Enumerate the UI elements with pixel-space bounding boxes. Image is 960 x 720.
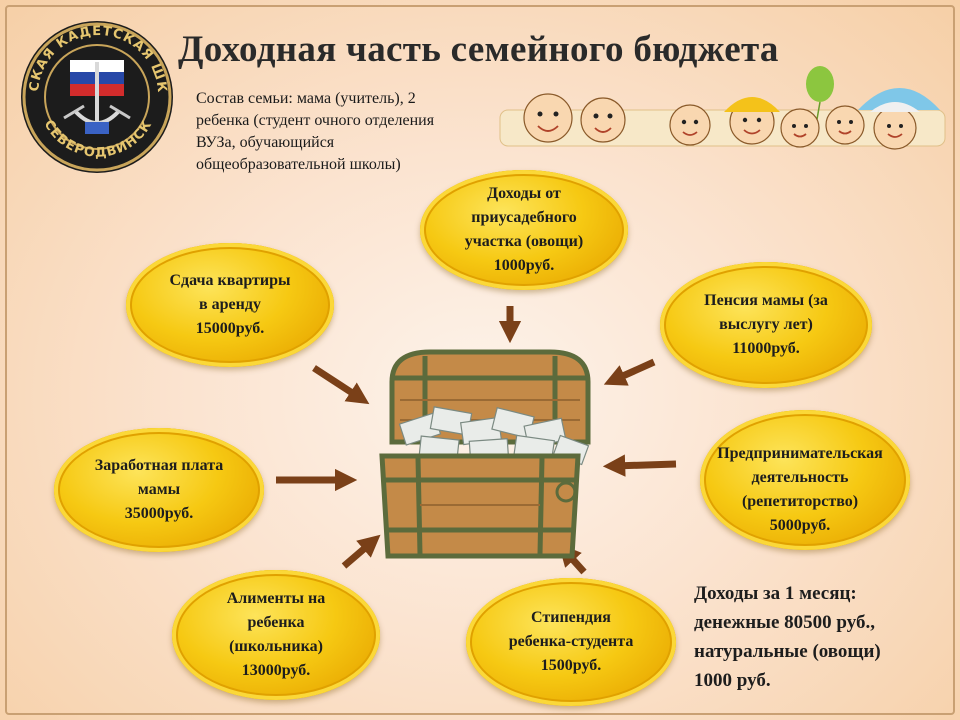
arrow-from-business bbox=[602, 454, 677, 477]
arrow-from-rent bbox=[312, 365, 370, 405]
family-line: ребенка (студент очного отделения bbox=[196, 112, 435, 129]
income-coin-garden: Доходы от приусадебного участка (овощи) … bbox=[420, 170, 628, 290]
income-amount: 1000руб. bbox=[493, 257, 555, 274]
children-faces-icon bbox=[499, 66, 946, 150]
income-coin-pension: Пенсия мамы (за выслугу лет) 11000руб. bbox=[660, 262, 872, 388]
income-coin-business: Предпринимательская деятельность (репети… bbox=[700, 410, 910, 550]
income-label: Предпринимательская bbox=[717, 445, 883, 462]
summary-line: натуральные (овощи) bbox=[694, 641, 881, 662]
family-composition: Состав семьи: мама (учитель), 2 ребенка … bbox=[196, 88, 481, 176]
page-title: Доходная часть семейного бюджета bbox=[178, 29, 779, 70]
income-label: Заработная плата bbox=[94, 457, 224, 474]
income-amount: 5000руб. bbox=[769, 517, 831, 534]
income-label: участка (овощи) bbox=[464, 233, 584, 250]
summary-line: Доходы за 1 месяц: bbox=[694, 583, 857, 604]
summary-line: денежные 80500 руб., bbox=[694, 612, 875, 633]
arrow-from-pension bbox=[603, 358, 656, 386]
income-label: мамы bbox=[137, 481, 181, 498]
family-line: ВУЗа, обучающийся bbox=[196, 134, 335, 151]
income-label: в аренду bbox=[199, 296, 261, 313]
family-line: общеобразовательной школы) bbox=[196, 156, 401, 173]
income-coin-rent: Сдача квартиры в аренду 15000руб. bbox=[126, 243, 334, 367]
income-amount: 15000руб. bbox=[195, 320, 265, 337]
income-coin-alimony: Алименты на ребенка (школьника) 13000руб… bbox=[172, 570, 380, 700]
income-coin-stipend: Стипендия ребенка-студента 1500руб. bbox=[466, 578, 676, 706]
family-line: Состав семьи: мама (учитель), 2 bbox=[196, 90, 416, 107]
income-label: (репетиторство) bbox=[741, 493, 859, 510]
income-amount: 1500руб. bbox=[540, 657, 602, 674]
income-label: Алименты на bbox=[226, 590, 326, 607]
emblem: МОРСКАЯ КАДЕТСКАЯ ШКОЛА СЕВЕРОДВИНСК bbox=[0, 0, 173, 173]
income-amount: 11000руб. bbox=[732, 340, 800, 357]
anchor-emblem-icon bbox=[63, 60, 131, 134]
income-label: Доходы от bbox=[487, 185, 561, 202]
treasure-chest-icon bbox=[379, 349, 591, 559]
income-label: Стипендия bbox=[531, 609, 611, 626]
income-label: (школьника) bbox=[229, 638, 323, 655]
income-amount: 13000руб. bbox=[241, 662, 311, 679]
income-amount: 35000руб. bbox=[124, 505, 194, 522]
income-label: деятельность bbox=[751, 469, 849, 486]
income-label: выслугу лет) bbox=[719, 316, 813, 333]
income-label: Сдача квартиры bbox=[169, 272, 291, 289]
slide-frame bbox=[5, 5, 955, 715]
summary-line: 1000 руб. bbox=[694, 670, 771, 691]
monthly-income-summary: Доходы за 1 месяц: денежные 80500 руб., … bbox=[694, 579, 954, 695]
income-label: ребенка-студента bbox=[508, 633, 634, 650]
arrow-from-alimony bbox=[341, 534, 381, 569]
income-label: ребенка bbox=[247, 614, 305, 631]
income-label: Пенсия мамы (за bbox=[704, 292, 828, 309]
income-coin-salary: Заработная плата мамы 35000руб. bbox=[54, 428, 264, 552]
income-label: приусадебного bbox=[471, 209, 577, 226]
